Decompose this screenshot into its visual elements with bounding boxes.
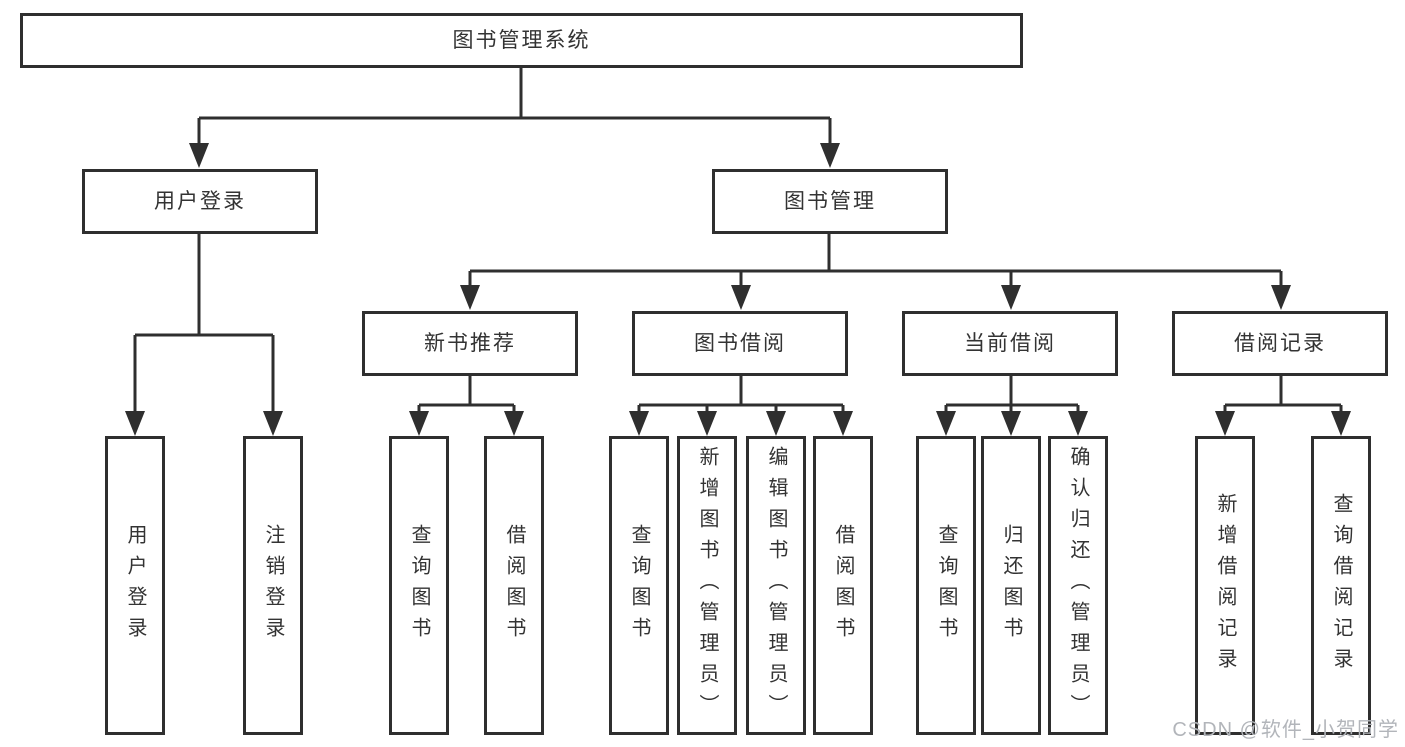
node-current-borrowing: 当前借阅 (902, 311, 1118, 376)
leaf-confirm-return-admin: 确认归还（管理员） (1048, 436, 1108, 735)
leaf-borrow-books-borrowing: 借阅图书 (813, 436, 873, 735)
node-borrowing-records: 借阅记录 (1172, 311, 1388, 376)
leaf-query-books-current: 查询图书 (916, 436, 976, 735)
node-book-management: 图书管理 (712, 169, 948, 234)
node-new-book-recommend: 新书推荐 (362, 311, 578, 376)
leaf-logout: 注销登录 (243, 436, 303, 735)
arrowheads (125, 143, 1351, 436)
leaf-return-books: 归还图书 (981, 436, 1041, 735)
leaf-borrow-books-recommend: 借阅图书 (484, 436, 544, 735)
leaf-query-books-borrowing: 查询图书 (609, 436, 669, 735)
watermark: CSDN @软件_小贺同学 (1172, 719, 1399, 741)
leaf-edit-book-admin: 编辑图书（管理员） (746, 436, 806, 735)
node-user-login: 用户登录 (82, 169, 318, 234)
leaf-user-login: 用户登录 (105, 436, 165, 735)
leaf-add-book-admin: 新增图书（管理员） (677, 436, 737, 735)
leaf-add-borrow-record: 新增借阅记录 (1195, 436, 1255, 735)
leaf-query-books-recommend: 查询图书 (389, 436, 449, 735)
connector-lines (133, 68, 1343, 416)
node-book-borrowing: 图书借阅 (632, 311, 848, 376)
leaf-query-borrow-record: 查询借阅记录 (1311, 436, 1371, 735)
node-library-management-system: 图书管理系统 (20, 13, 1023, 68)
